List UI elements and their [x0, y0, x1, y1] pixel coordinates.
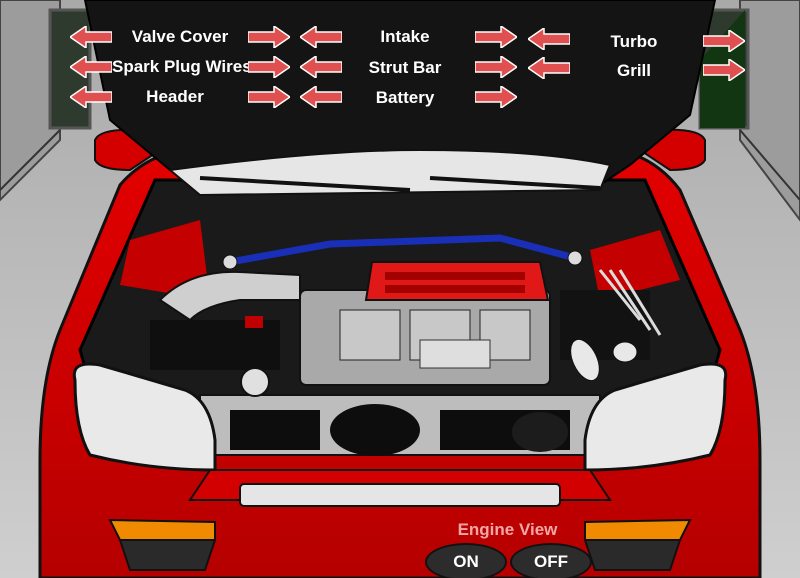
- grill-prev-arrow[interactable]: [528, 57, 570, 79]
- engine-view-label: Engine View: [457, 520, 558, 539]
- intake-label: Intake: [380, 27, 430, 46]
- header-next-arrow[interactable]: [248, 86, 290, 108]
- turbo-label: Turbo: [610, 32, 658, 51]
- turbo-next-arrow[interactable]: [703, 30, 745, 52]
- grill-label: Grill: [616, 61, 651, 80]
- header-label: Header: [146, 87, 204, 106]
- strut-bar-next-arrow[interactable]: [475, 56, 517, 78]
- battery-label: Battery: [375, 88, 435, 107]
- grill-next-arrow[interactable]: [703, 59, 745, 81]
- front-grill: [239, 483, 561, 507]
- battery-next-arrow[interactable]: [475, 86, 517, 108]
- garage-left-wall: [0, 0, 61, 202]
- spark-plug-wires-prev-arrow[interactable]: [70, 56, 112, 78]
- intake-prev-arrow[interactable]: [300, 26, 342, 48]
- right-turn-signal: [584, 518, 692, 541]
- valve-cover-label: Valve Cover: [131, 27, 229, 46]
- battery-prev-arrow[interactable]: [300, 86, 342, 108]
- valve-cover-prev-arrow[interactable]: [70, 26, 112, 48]
- turbo-prev-arrow[interactable]: [528, 28, 570, 50]
- left-turn-signal: [108, 518, 216, 541]
- spark-plug-wires-label: Spark Plug Wires: [112, 57, 252, 76]
- strut-bar: [226, 234, 579, 266]
- spark-plug-wires-next-arrow[interactable]: [248, 56, 290, 78]
- strut-bar-prev-arrow[interactable]: [300, 56, 342, 78]
- engine-view-off-button[interactable]: OFF: [510, 543, 592, 578]
- engine-view-on-button[interactable]: ON: [425, 543, 507, 578]
- header-prev-arrow[interactable]: [70, 86, 112, 108]
- strut-bar-label: Strut Bar: [368, 58, 442, 77]
- valve-cover-next-arrow[interactable]: [248, 26, 290, 48]
- valve-cover: [364, 261, 550, 301]
- intake-next-arrow[interactable]: [475, 26, 517, 48]
- intake-pipe: [158, 270, 301, 322]
